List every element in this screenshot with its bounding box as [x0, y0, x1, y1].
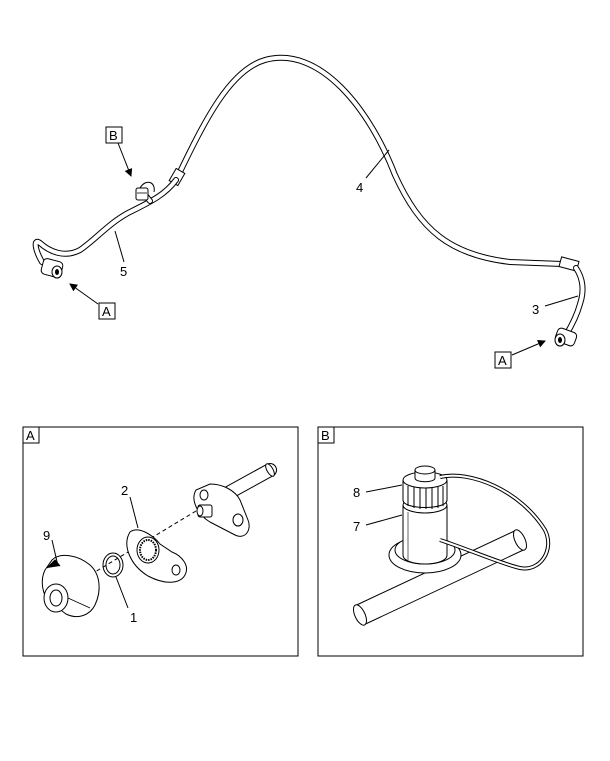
flange-block	[193, 483, 250, 537]
view-ref-a-left: A	[69, 283, 116, 320]
callout-2: 2	[121, 483, 128, 498]
detail-view-a: A	[22, 426, 299, 657]
callout-1: 1	[130, 610, 137, 625]
detail-b-label: B	[321, 428, 330, 443]
valve-cap-8	[402, 465, 448, 509]
tube-assembly	[32, 55, 586, 347]
detail-view-b: B	[317, 426, 584, 657]
gasket-2	[126, 529, 187, 583]
callout-9: 9	[43, 528, 50, 543]
tube-4	[175, 55, 565, 267]
view-ref-a-right-label: A	[498, 353, 507, 368]
view-ref-b-label: B	[109, 128, 118, 143]
view-ref-b: B	[105, 126, 133, 177]
tube-5	[32, 177, 179, 265]
fitting-right	[554, 327, 578, 347]
callout-8: 8	[353, 485, 360, 500]
view-ref-a-left-label: A	[102, 304, 111, 319]
callout-5: 5	[120, 264, 127, 279]
callout-3: 3	[532, 302, 539, 317]
view-ref-a-right: A	[494, 340, 546, 369]
detail-a-label: A	[26, 428, 35, 443]
cap-9	[41, 554, 100, 618]
callouts-main: 4 5 3	[114, 149, 579, 317]
callout-7: 7	[353, 519, 360, 534]
test-port-fitting	[135, 181, 155, 201]
fitting-left	[40, 258, 64, 279]
callout-4: 4	[356, 180, 363, 195]
o-ring-1	[102, 552, 124, 578]
